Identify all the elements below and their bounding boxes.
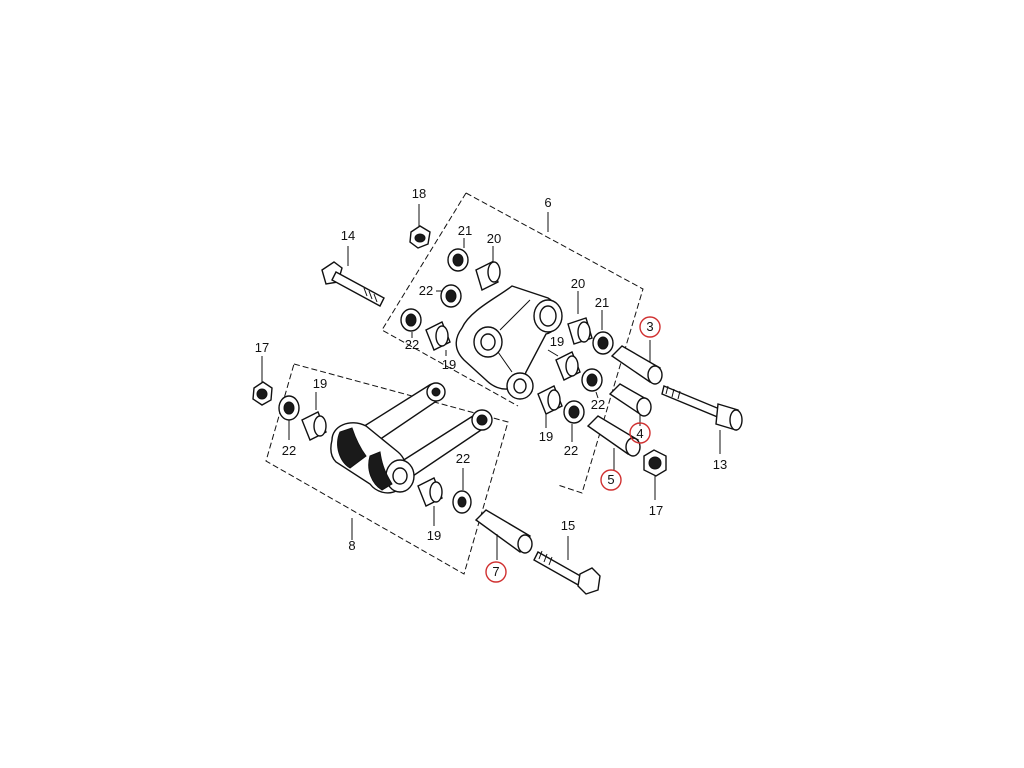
bearing-22-far-left [278,395,300,440]
callout-4-highlight [629,422,651,444]
callout-3: 3 [646,319,653,334]
callout-17: 17 [255,340,269,355]
callout-22: 22 [282,443,296,458]
collar-5 [586,415,641,470]
callout-17: 17 [649,503,663,518]
nut-17-right [643,449,667,500]
callout-13: 13 [713,457,727,472]
bearing-22-left [400,308,422,338]
bushing-19-bottom [417,477,443,526]
bushing-20-left [475,246,501,291]
callout-19: 19 [442,357,456,372]
bearing-22-lower [563,400,585,442]
callout-22: 22 [419,283,433,298]
bolt-14 [321,246,385,307]
callout-19: 19 [313,376,327,391]
collar-4 [608,383,652,426]
callout-22: 22 [564,443,578,458]
callout-21: 21 [595,295,609,310]
callout-19: 19 [550,334,564,349]
bushing-19-upper-left [425,321,451,356]
callout-labels: 18 6 14 21 20 20 22 21 3 22 19 17 19 19 … [255,186,727,583]
callout-20: 20 [571,276,585,291]
bearing-21-left [447,238,469,272]
bearing-22-bottom [452,468,472,514]
nut-17-left [252,356,273,406]
bearing-22-mid-right [581,368,603,399]
nut-18 [409,204,431,249]
bushing-19-mid [547,349,581,381]
lower-link [330,382,493,494]
bushing-19-far-left [301,392,327,441]
callout-19: 19 [539,429,553,444]
callout-7-highlight [485,561,507,583]
callout-7: 7 [492,564,499,579]
callout-5-highlight [600,469,622,491]
bushing-19-lower [537,385,563,428]
callout-8: 8 [348,538,355,553]
callout-3-highlight [639,316,661,338]
bolt-13 [661,385,743,454]
callout-19: 19 [427,528,441,543]
callout-18: 18 [412,186,426,201]
callout-22: 22 [405,337,419,352]
callout-22: 22 [456,451,470,466]
group-8-outline [265,363,509,575]
callout-15: 15 [561,518,575,533]
callout-6: 6 [544,195,551,210]
bearing-21-right [592,310,614,355]
callout-21: 21 [458,223,472,238]
callout-20: 20 [487,231,501,246]
callout-5: 5 [607,472,614,487]
bolt-15 [533,536,601,595]
callout-14: 14 [341,228,355,243]
collar-7 [474,509,533,560]
callout-22: 22 [591,397,605,412]
callout-4: 4 [636,426,643,441]
bearing-22-upper [436,284,462,308]
bushing-20-right [567,291,593,345]
collar-3 [610,340,663,385]
upper-arm [455,285,563,400]
